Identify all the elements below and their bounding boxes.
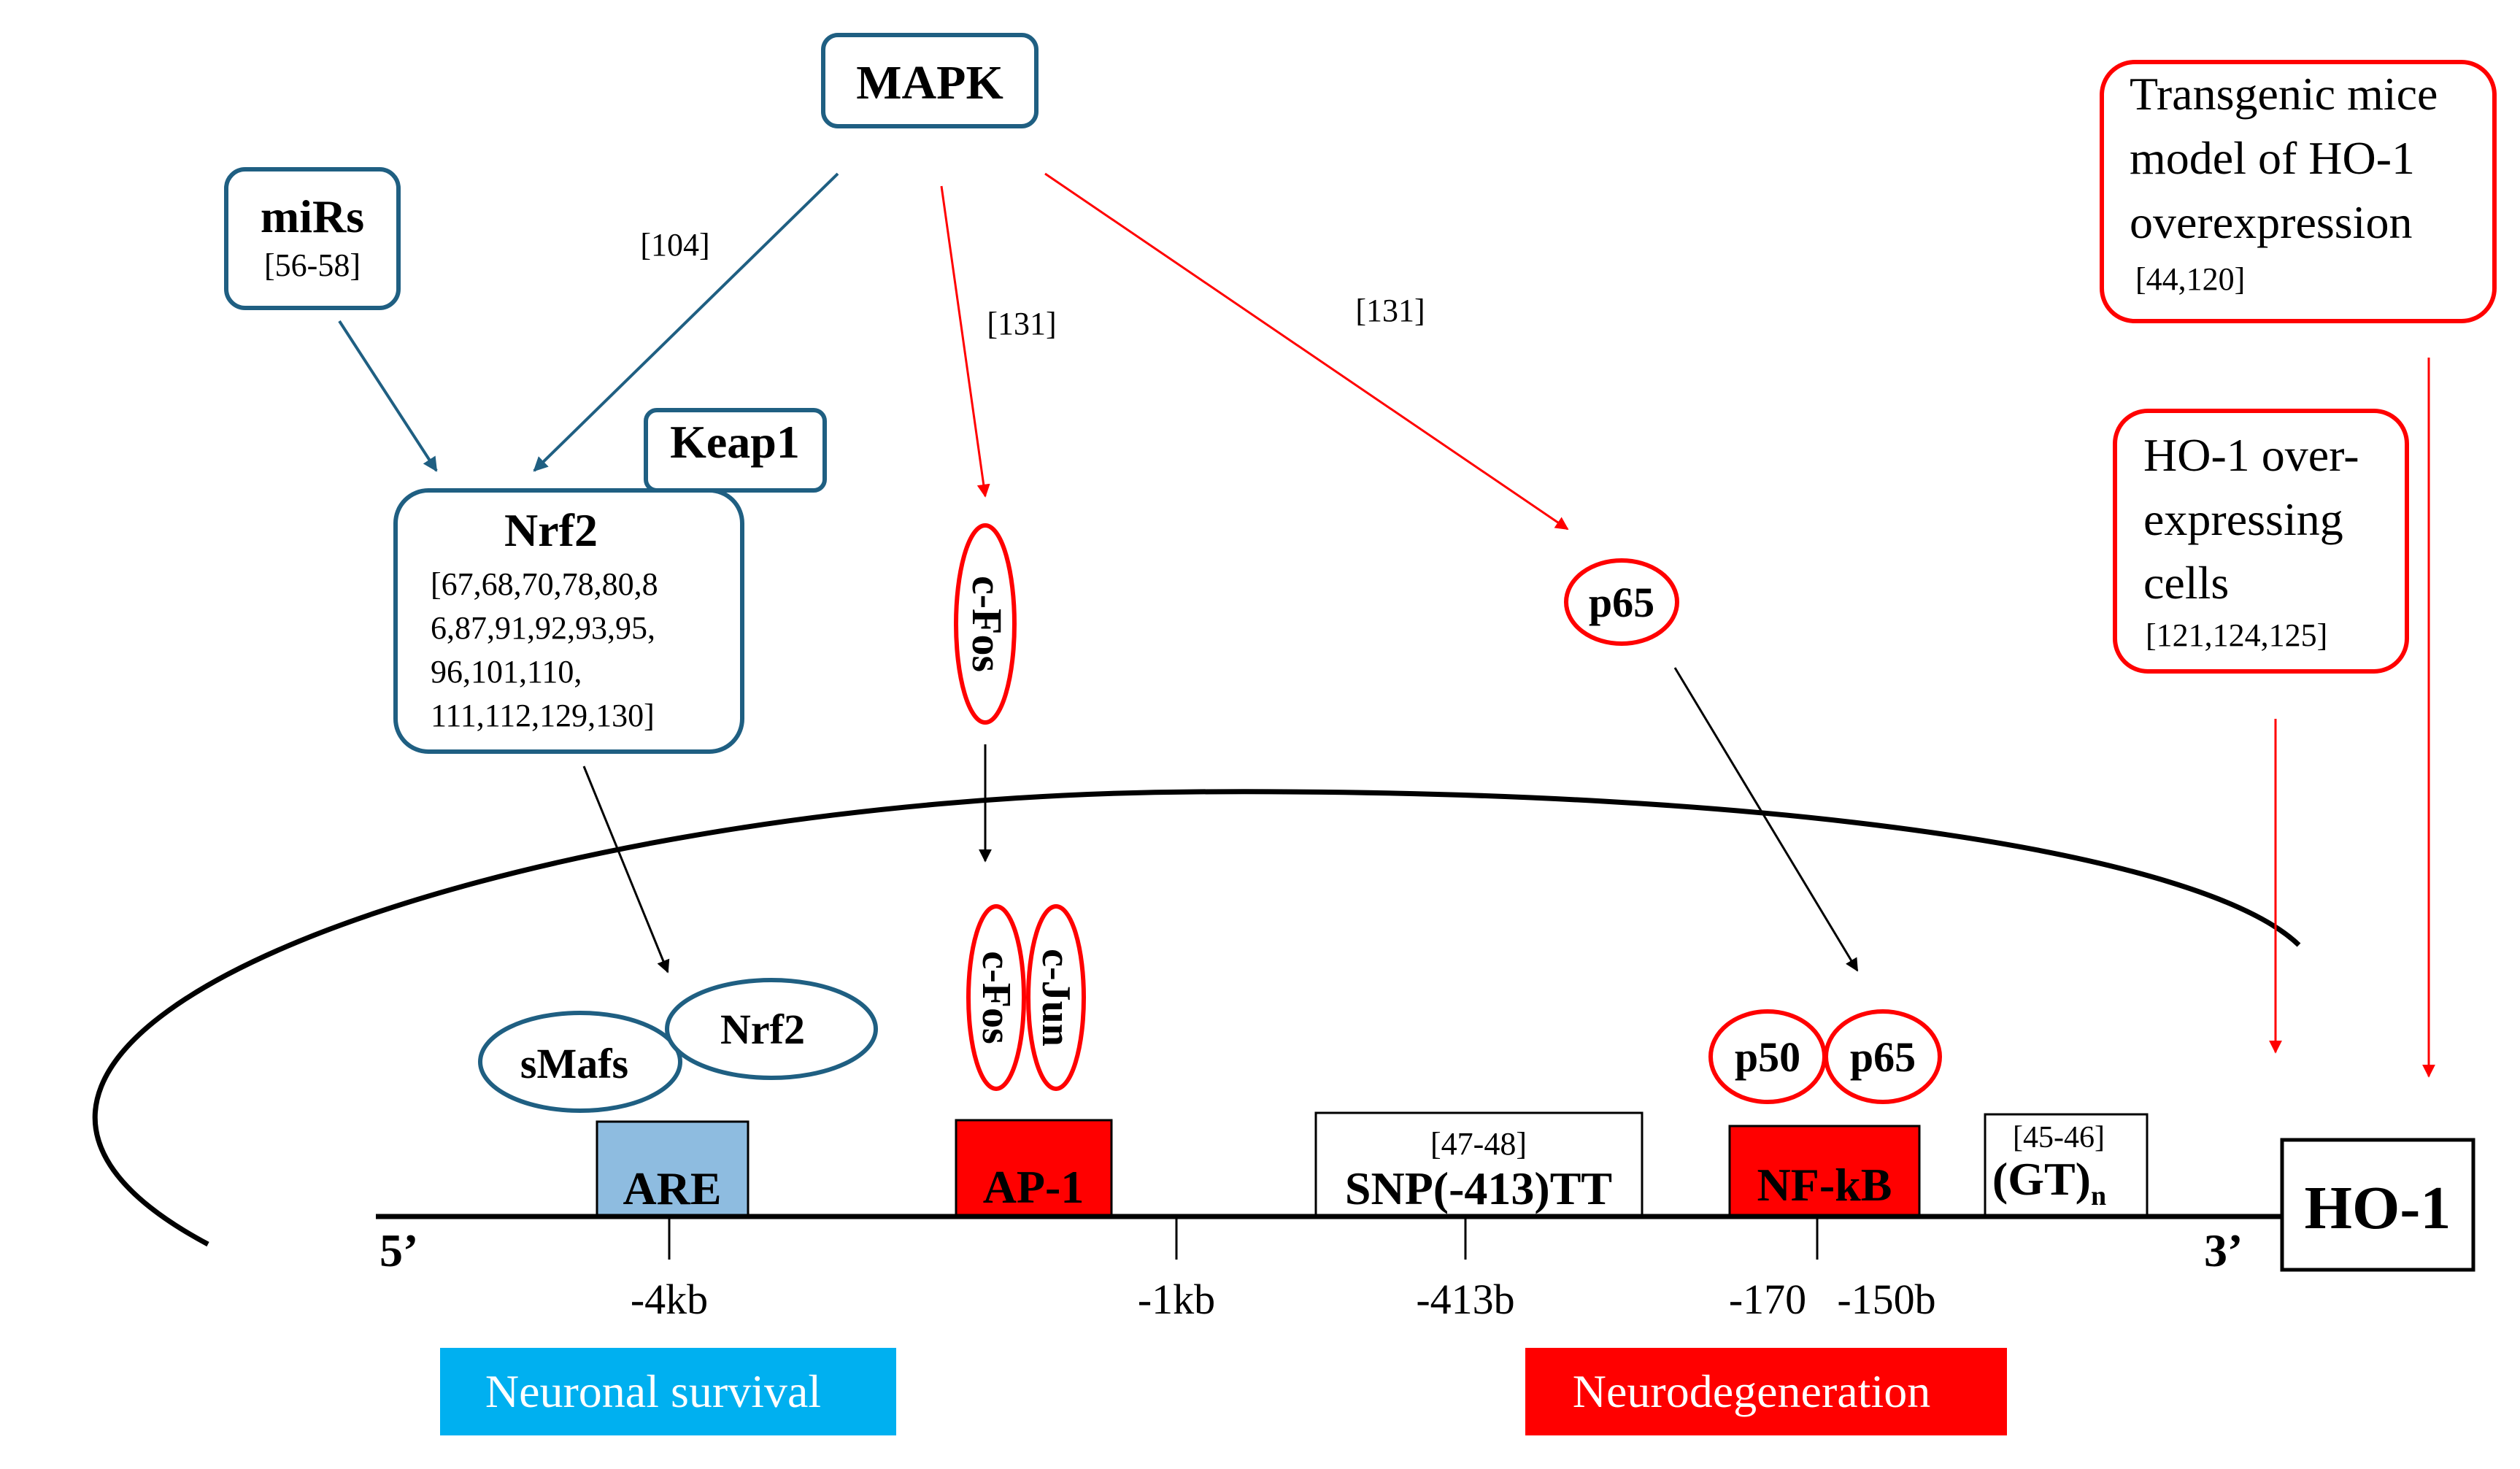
- cjun-nuclear-oval: [1026, 904, 1086, 1091]
- p65-cytoplasm-label: p65: [1589, 579, 1654, 626]
- gt-label: (GT)n: [1992, 1153, 2106, 1211]
- nfkb-element: [1728, 1125, 1921, 1217]
- nrf2-label: Nrf2: [504, 504, 598, 556]
- mapk-label: MAPK: [856, 56, 1003, 109]
- overexpressing-box: [2113, 409, 2409, 674]
- tick-label-1kb: -1kb: [1138, 1276, 1215, 1323]
- ho1-gene-label: HO-1: [2305, 1174, 2451, 1242]
- tick-label-4kb: -4kb: [631, 1276, 708, 1323]
- transgenic-refs: [44,120]: [2135, 261, 2245, 297]
- overexpressing-refs: [121,124,125]: [2146, 617, 2327, 653]
- overexpressing-line-2: expressing: [2143, 493, 2343, 545]
- transgenic-line-1: Transgenic mice: [2130, 68, 2438, 120]
- snp-label: SNP(-413)TT: [1345, 1163, 1612, 1214]
- are-label: ARE: [623, 1163, 721, 1214]
- gt-label-subscript: n: [2091, 1181, 2106, 1211]
- mirs-refs: [56-58]: [264, 247, 361, 283]
- p65-nuclear-oval: [1824, 1009, 1942, 1104]
- mapk-box: [821, 33, 1039, 128]
- mirs-label: miRs: [261, 190, 364, 242]
- nrf2-box: [393, 488, 744, 754]
- ap1-label: AP-1: [983, 1161, 1084, 1213]
- smafs-label: sMafs: [520, 1040, 628, 1087]
- snp-ref-label: [47-48]: [1430, 1126, 1527, 1162]
- tick-label-150b: -150b: [1837, 1276, 1935, 1323]
- cfos-cytoplasm-oval: [954, 523, 1017, 725]
- nfkb-label: NF-kB: [1757, 1159, 1892, 1211]
- ref-label-mapk-cfos: [131]: [987, 306, 1056, 342]
- three-prime-label: 3’: [2204, 1225, 2243, 1276]
- arrow-mapk-to-nrf2: [533, 172, 839, 472]
- snp-element: [1314, 1111, 1644, 1217]
- p50-label: p50: [1735, 1033, 1800, 1081]
- cfos-nuclear-oval: [966, 904, 1026, 1091]
- nrf2-ref-line-1: [67,68,70,78,80,8: [431, 566, 658, 602]
- arrow-p65-to-nfkb: [1673, 667, 1859, 972]
- keap1-label: Keap1: [670, 416, 800, 468]
- transgenic-line-3: overexpression: [2130, 196, 2412, 248]
- keap1-box: [644, 408, 827, 493]
- nrf2-ref-line-2: 6,87,91,92,93,95,: [431, 610, 655, 646]
- cjun-nuclear-label: c-Jun: [1033, 949, 1079, 1046]
- transgenic-line-2: model of HO-1: [2130, 132, 2415, 184]
- cfos-nuclear-label: c-Fos: [974, 951, 1019, 1044]
- p65-cytoplasm-oval: [1564, 558, 1679, 646]
- arrow-nrf2-to-are: [582, 766, 670, 973]
- five-prime-label: 5’: [379, 1225, 418, 1276]
- nrf2-ref-line-4: 111,112,129,130]: [431, 698, 655, 733]
- ref-label-mapk-p65: [131]: [1355, 293, 1425, 328]
- gt-ref-label: [45-46]: [2013, 1121, 2105, 1154]
- nrf2-ref-line-3: 96,101,110,: [431, 654, 582, 690]
- transgenic-box: [2100, 60, 2497, 323]
- ho1-gene-box: [2280, 1138, 2475, 1272]
- tick-label-413b: -413b: [1416, 1276, 1514, 1323]
- ap1-element: [955, 1119, 1113, 1217]
- neurodegeneration-label: Neurodegeneration: [1573, 1365, 1930, 1417]
- gt-label-main: (GT): [1992, 1153, 2091, 1205]
- nrf2-nuclear-oval: [665, 978, 878, 1080]
- nrf2-nuclear-label: Nrf2: [720, 1006, 805, 1053]
- are-element: [596, 1120, 750, 1217]
- arrow-mapk-to-p65: [1044, 172, 1569, 531]
- smafs-oval: [478, 1011, 682, 1113]
- tick-label-170: -170: [1729, 1276, 1806, 1323]
- neuronal-survival-banner: [440, 1348, 896, 1435]
- arrow-mirs-to-nrf2: [338, 320, 438, 472]
- mirs-box: [224, 167, 401, 310]
- cfos-cytoplasm-label: c-Fos: [963, 576, 1011, 672]
- overexpressing-line-3: cells: [2143, 557, 2229, 609]
- neurodegeneration-banner: [1525, 1348, 2007, 1435]
- gt-repeat-element: [1984, 1113, 2149, 1217]
- neuronal-survival-label: Neuronal survival: [485, 1365, 821, 1417]
- nuclear-envelope: [92, 789, 2301, 1247]
- arrow-mapk-to-cfos: [940, 185, 990, 498]
- overexpressing-line-1: HO-1 over-: [2143, 429, 2359, 481]
- ref-label-mapk-nrf2: [104]: [640, 227, 709, 263]
- p65-nuclear-label: p65: [1850, 1033, 1916, 1081]
